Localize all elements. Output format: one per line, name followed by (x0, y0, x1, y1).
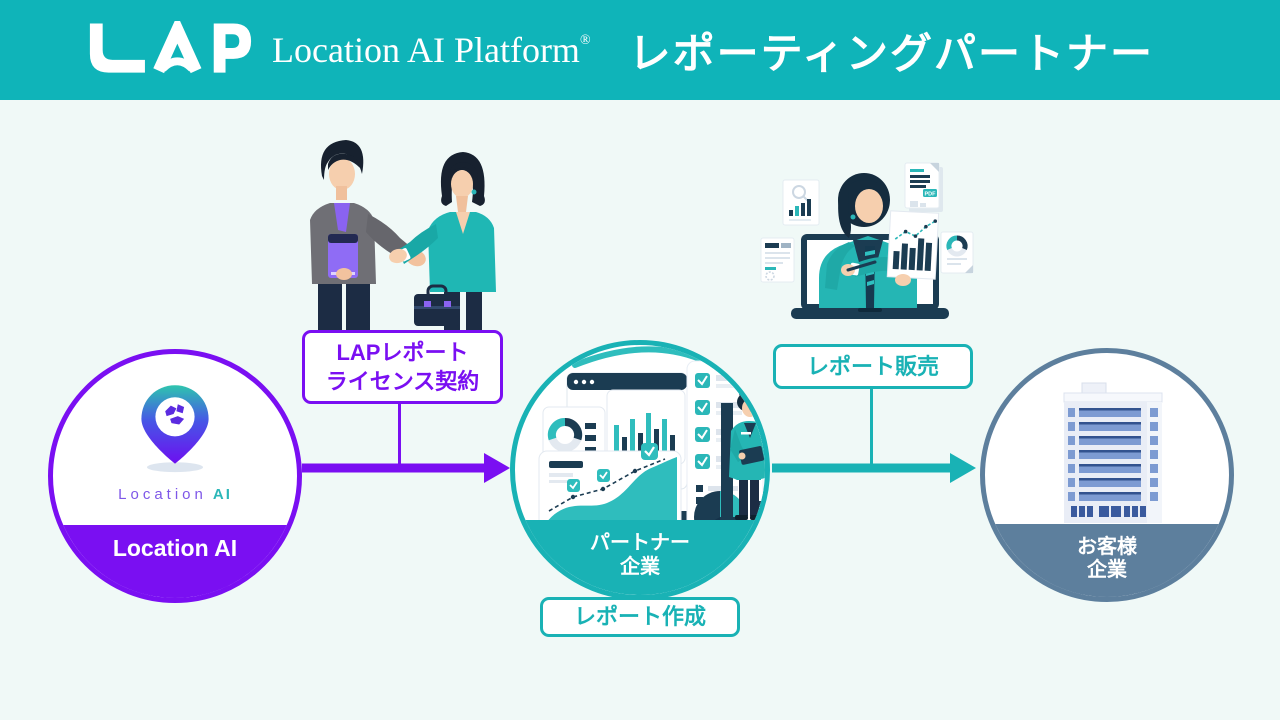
product-name-text: Location AI Platform (272, 30, 580, 70)
arrow-partner-to-customer-icon (772, 453, 976, 483)
location-ai-content: Location AI (53, 354, 297, 525)
report-sales-text: レポート販売 (806, 353, 939, 379)
location-ai-band-label: Location AI (112, 534, 238, 561)
partner-band-line2: 企業 (620, 555, 660, 578)
handshake-illustration-icon (310, 140, 496, 330)
map-pin-logo-icon (141, 385, 209, 473)
location-ai-wordmark: Location AI (118, 486, 232, 503)
dashboard-illustration-icon (538, 346, 765, 548)
wordmark-location: Location (118, 486, 207, 503)
donut-chart-document-icon (940, 231, 974, 274)
presenter-illustration-icon: PDF (760, 162, 974, 319)
pdf-document-icon: PDF (904, 162, 943, 212)
report-create-label: レポート作成 (540, 597, 740, 637)
license-line1: LAPレポート (336, 339, 469, 365)
partner-company-node: パートナー 企業 (510, 340, 770, 600)
text-document-icon (760, 237, 795, 283)
partner-band-line1: パートナー (590, 532, 690, 554)
customer-company-band: お客様 企業 (985, 523, 1229, 597)
chart-report-icon (886, 210, 940, 280)
header-bar: Location AI Platform® レポーティングパートナー (0, 0, 1280, 100)
report-create-text: レポート作成 (573, 604, 706, 630)
license-agreement-label: LAPレポート ライセンス契約 (302, 330, 503, 404)
office-building-icon (1063, 382, 1163, 523)
wordmark-ai: AI (212, 486, 232, 503)
partner-company-band: パートナー 企業 (515, 520, 765, 595)
lap-logo-icon (89, 21, 252, 74)
location-ai-band: Location AI (53, 524, 297, 598)
product-name: Location AI Platform® (272, 29, 591, 71)
arrow-lap-to-partner-icon (302, 453, 510, 483)
bar-chart-document-icon (782, 179, 820, 226)
customer-company-node: お客様 企業 (980, 348, 1234, 602)
customer-band-line1: お客様 (1077, 535, 1137, 558)
page-title: レポーティングパートナー (628, 29, 1155, 77)
customer-band-line2: 企業 (1087, 559, 1127, 582)
sales-connector-line (870, 388, 873, 466)
license-connector-line (398, 402, 401, 466)
location-ai-node: Location AI Location AI (48, 349, 302, 603)
license-line2: ライセンス契約 (325, 369, 480, 394)
svg-text:PDF: PDF (925, 192, 937, 198)
registered-mark: ® (579, 33, 591, 48)
report-sales-label: レポート販売 (773, 344, 973, 389)
